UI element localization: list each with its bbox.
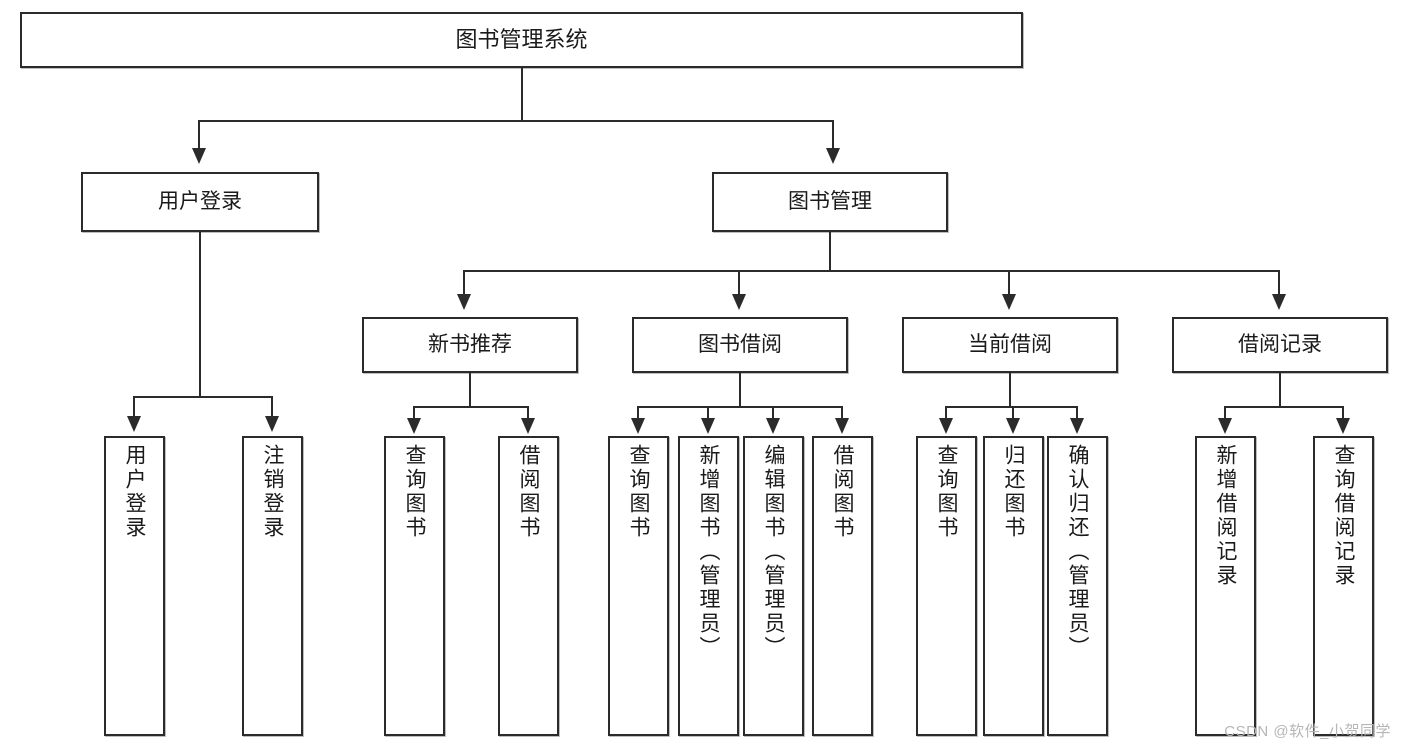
node-root[interactable]: 图书管理系统 <box>20 12 1023 68</box>
connector-borrow-record-bus <box>1224 406 1344 408</box>
arrow-leaf-query-record <box>1336 418 1350 434</box>
node-book-borrow-label: 图书借阅 <box>698 332 782 356</box>
connector-user-login-right <box>271 396 273 418</box>
node-user-login-label: 用户登录 <box>158 189 242 213</box>
connector-to-user-login <box>198 120 200 150</box>
arrow-to-user-login <box>192 148 206 164</box>
connector-new-book-rec-r <box>527 406 529 420</box>
arrow-to-book-manage <box>826 148 840 164</box>
node-user-login[interactable]: 用户登录 <box>81 172 319 232</box>
arrow-to-current-borrow <box>1002 294 1016 310</box>
node-leaf-borrow-book-1[interactable]: 借阅图书 <box>498 436 559 736</box>
connector-user-login-left <box>133 396 135 418</box>
node-leaf-query-book-3[interactable]: 查询图书 <box>916 436 977 736</box>
connector-user-login-bus <box>133 396 273 398</box>
connector-current-borrow-bus <box>945 406 1078 408</box>
node-leaf-query-book-1[interactable]: 查询图书 <box>384 436 445 736</box>
node-leaf-return-book[interactable]: 归还图书 <box>983 436 1044 736</box>
node-new-book-rec[interactable]: 新书推荐 <box>362 317 578 373</box>
connector-user-login-stem <box>199 232 201 397</box>
node-leaf-edit-book-label: 编辑图书（管理员） <box>762 444 785 660</box>
connector-to-new-book-rec <box>463 270 465 296</box>
node-book-manage[interactable]: 图书管理 <box>712 172 948 232</box>
connector-to-book-borrow <box>738 270 740 296</box>
arrow-to-borrow-record <box>1272 294 1286 310</box>
node-leaf-user-login[interactable]: 用户登录 <box>104 436 165 736</box>
node-leaf-borrow-book-2[interactable]: 借阅图书 <box>812 436 873 736</box>
node-leaf-add-record[interactable]: 新增借阅记录 <box>1195 436 1256 736</box>
node-leaf-borrow-book-2-label: 借阅图书 <box>831 444 854 540</box>
node-leaf-query-book-2[interactable]: 查询图书 <box>608 436 669 736</box>
connector-book-borrow-stem <box>739 373 741 407</box>
connector-current-borrow-stem <box>1009 373 1011 407</box>
node-current-borrow-label: 当前借阅 <box>968 332 1052 356</box>
node-book-borrow[interactable]: 图书借阅 <box>632 317 848 373</box>
connector-borrow-record-l <box>1224 406 1226 420</box>
connector-new-book-rec-l <box>413 406 415 420</box>
arrow-leaf-return-book <box>1006 418 1020 434</box>
arrow-leaf-confirm-return <box>1070 418 1084 434</box>
connector-to-current-borrow <box>1008 270 1010 296</box>
node-leaf-return-book-label: 归还图书 <box>1002 444 1025 540</box>
node-leaf-add-record-label: 新增借阅记录 <box>1214 444 1237 588</box>
connector-current-borrow-3 <box>1076 406 1078 420</box>
connector-level1-bus <box>198 120 834 122</box>
connector-borrow-record-r <box>1342 406 1344 420</box>
arrow-leaf-borrow-book-2 <box>835 418 849 434</box>
node-leaf-user-login-label: 用户登录 <box>123 444 146 540</box>
node-leaf-edit-book[interactable]: 编辑图书（管理员） <box>743 436 804 736</box>
arrow-leaf-user-login <box>127 416 141 432</box>
node-borrow-record-label: 借阅记录 <box>1238 332 1322 356</box>
connector-root-stem <box>521 68 523 120</box>
arrow-leaf-query-book-1 <box>407 418 421 434</box>
arrow-to-new-book-rec <box>457 294 471 310</box>
connector-to-book-manage <box>832 120 834 150</box>
arrow-to-book-borrow <box>732 294 746 310</box>
connector-book-borrow-2 <box>707 406 709 420</box>
arrow-leaf-add-book <box>701 418 715 434</box>
node-leaf-user-logout-label: 注销登录 <box>261 444 284 540</box>
arrow-leaf-edit-book <box>766 418 780 434</box>
connector-book-borrow-1 <box>637 406 639 420</box>
node-borrow-record[interactable]: 借阅记录 <box>1172 317 1388 373</box>
arrow-leaf-query-book-3 <box>939 418 953 434</box>
node-root-label: 图书管理系统 <box>455 27 588 53</box>
node-leaf-confirm-return[interactable]: 确认归还（管理员） <box>1047 436 1108 736</box>
node-current-borrow[interactable]: 当前借阅 <box>902 317 1118 373</box>
arrow-leaf-add-record <box>1218 418 1232 434</box>
node-leaf-query-book-2-label: 查询图书 <box>627 444 650 540</box>
node-leaf-borrow-book-1-label: 借阅图书 <box>517 444 540 540</box>
connector-new-book-rec-bus <box>413 406 529 408</box>
connector-level2-bus <box>463 270 1280 272</box>
arrow-leaf-borrow-book-1 <box>521 418 535 434</box>
connector-book-borrow-bus <box>637 406 843 408</box>
node-leaf-query-record-label: 查询借阅记录 <box>1332 444 1355 588</box>
connector-borrow-record-stem <box>1279 373 1281 407</box>
node-leaf-query-record[interactable]: 查询借阅记录 <box>1313 436 1374 736</box>
connector-book-borrow-3 <box>772 406 774 420</box>
connector-new-book-rec-stem <box>469 373 471 407</box>
node-leaf-add-book[interactable]: 新增图书（管理员） <box>678 436 739 736</box>
node-new-book-rec-label: 新书推荐 <box>428 332 512 356</box>
node-leaf-user-logout[interactable]: 注销登录 <box>242 436 303 736</box>
node-leaf-confirm-return-label: 确认归还（管理员） <box>1066 444 1089 660</box>
node-leaf-add-book-label: 新增图书（管理员） <box>697 444 720 660</box>
node-leaf-query-book-3-label: 查询图书 <box>935 444 958 540</box>
connector-book-manage-stem <box>829 232 831 272</box>
node-book-manage-label: 图书管理 <box>788 189 872 213</box>
arrow-leaf-query-book-2 <box>631 418 645 434</box>
connector-book-borrow-4 <box>841 406 843 420</box>
connector-current-borrow-1 <box>945 406 947 420</box>
connector-to-borrow-record <box>1278 270 1280 296</box>
node-leaf-query-book-1-label: 查询图书 <box>403 444 426 540</box>
connector-current-borrow-2 <box>1012 406 1014 420</box>
arrow-leaf-user-logout <box>265 416 279 432</box>
